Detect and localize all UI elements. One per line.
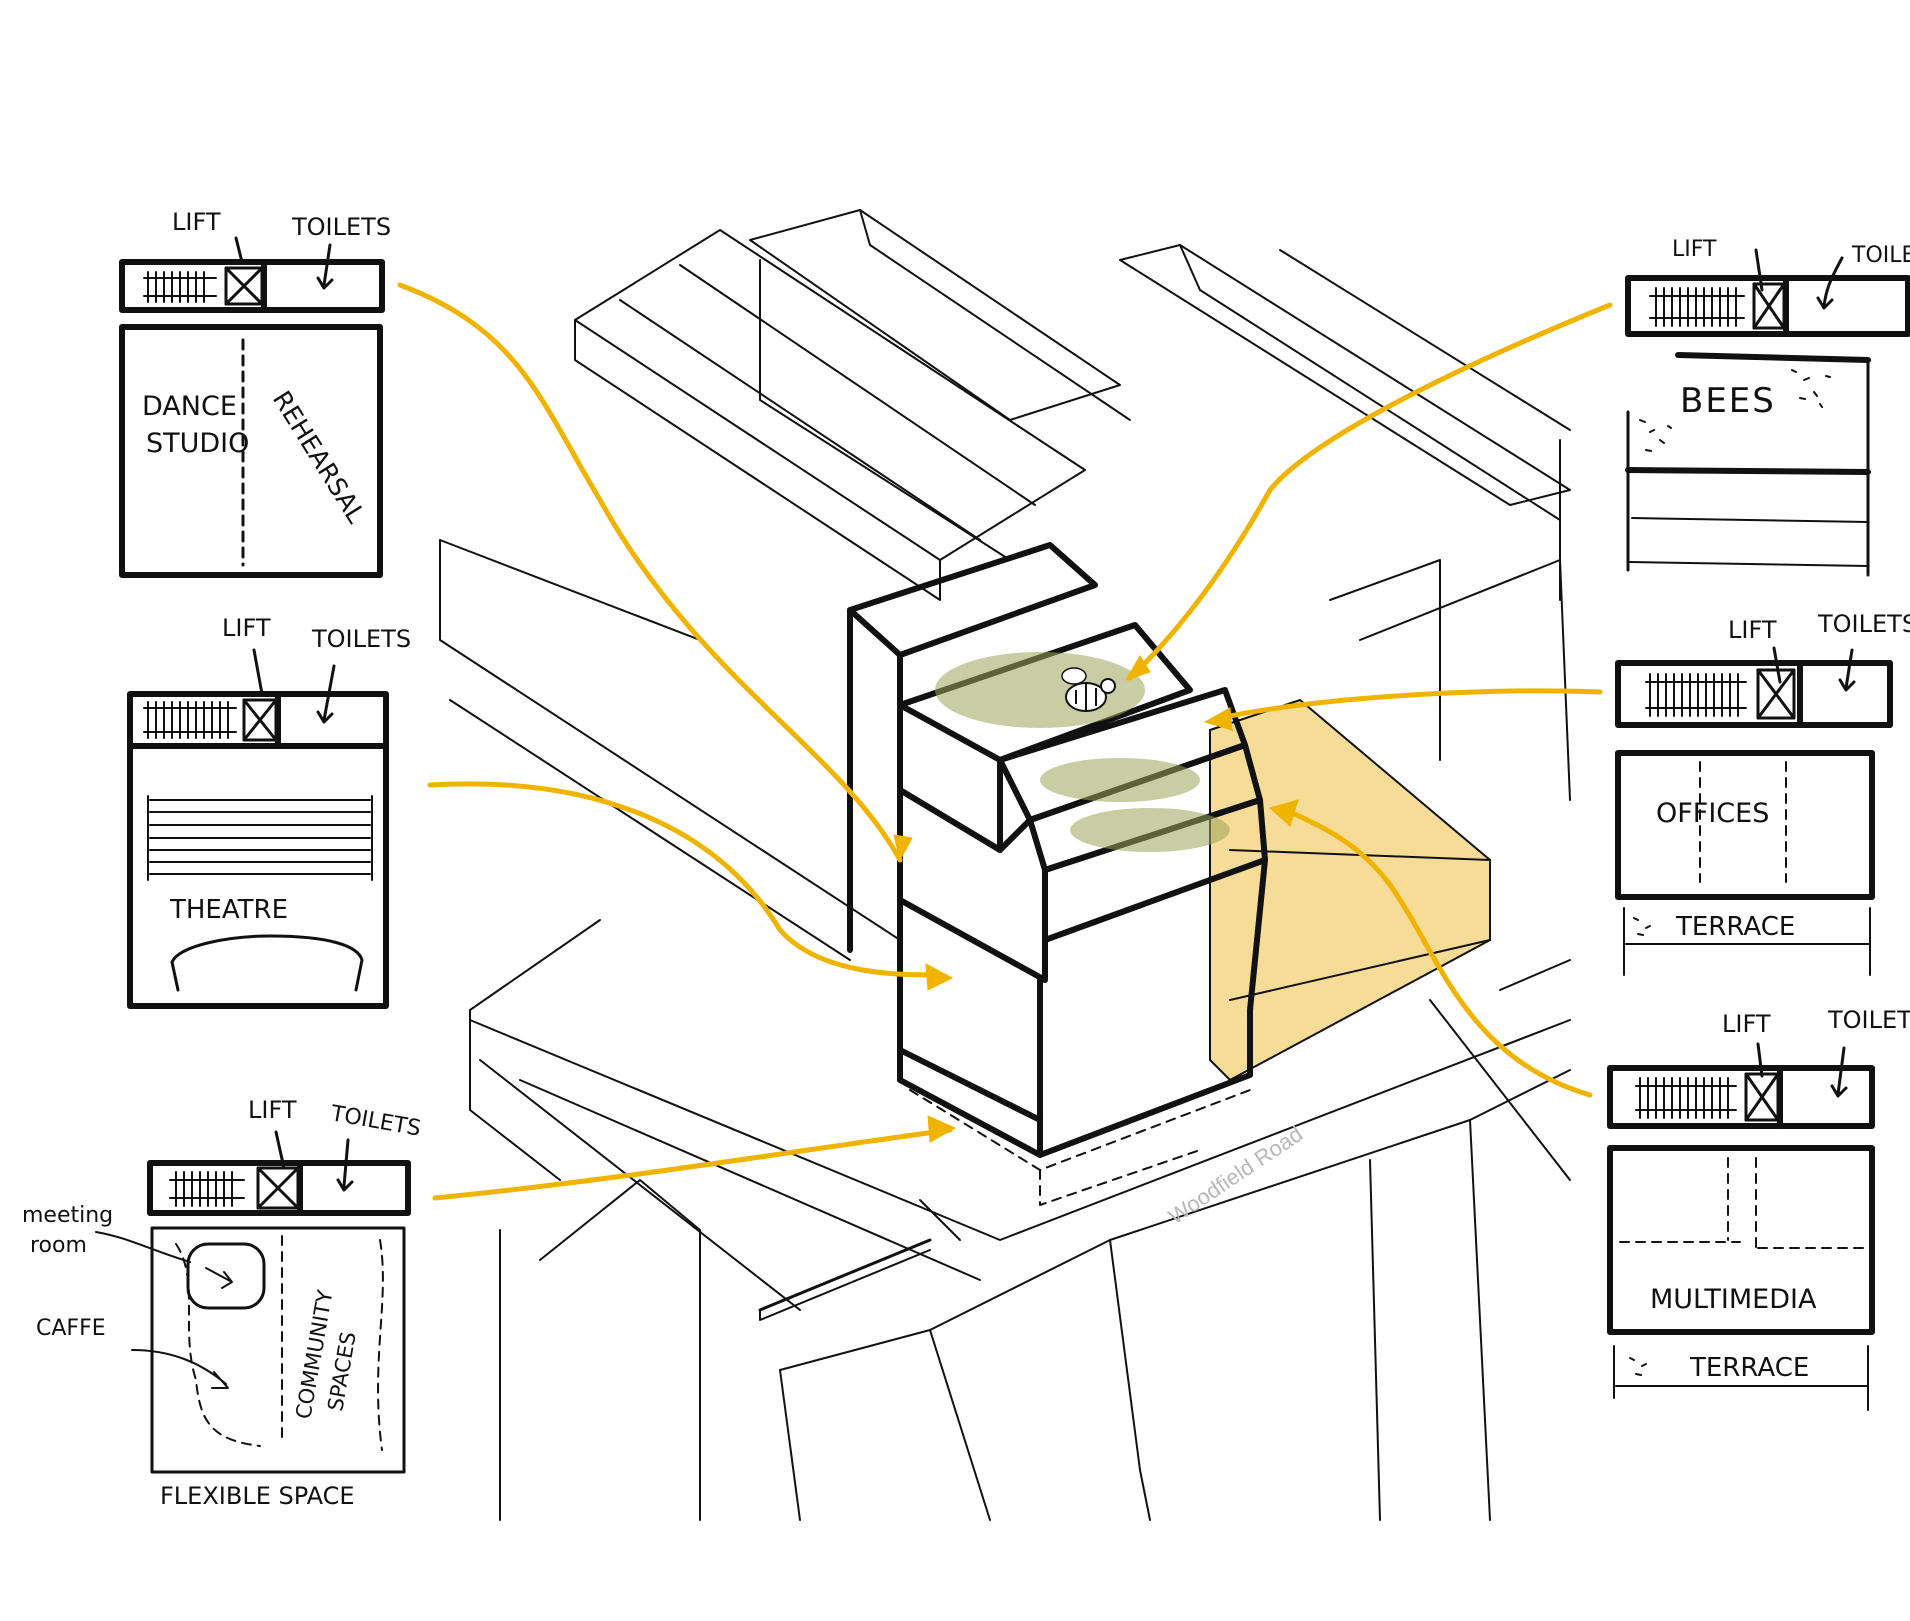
floor-plan-theatre: LIFT TOILETS THEATRE bbox=[127, 614, 411, 1009]
toilets-label: TOILE bbox=[1851, 243, 1910, 268]
floor-plan-offices: LIFT TOILETS OFFICES TERRACE bbox=[1615, 610, 1910, 976]
terrace-label: TERRACE bbox=[1675, 912, 1795, 942]
toilets-label: TOILETS bbox=[328, 1101, 423, 1142]
annex-edge bbox=[1229, 939, 1491, 1001]
lift-label: LIFT bbox=[1728, 616, 1777, 644]
green-roof bbox=[1070, 808, 1230, 852]
arrowhead bbox=[925, 963, 954, 991]
room-label-dance: DANCE bbox=[142, 391, 237, 422]
arrow-bees bbox=[1127, 302, 1613, 681]
room-label-multimedia: MULTIMEDIA bbox=[1650, 1284, 1817, 1315]
room-label-bees: BEES bbox=[1680, 381, 1776, 421]
room-label-theatre: THEATRE bbox=[169, 895, 288, 925]
arrow-multimedia bbox=[1287, 809, 1593, 1098]
toilets-label: TOILETS bbox=[1827, 1006, 1910, 1034]
toilets-label: TOILETS bbox=[291, 213, 391, 241]
road-label: Woodfield Road bbox=[1164, 1121, 1307, 1229]
arrowhead bbox=[1124, 655, 1151, 681]
connector-arrows bbox=[397, 282, 1613, 1201]
bee-icon bbox=[1061, 667, 1116, 712]
floor-plan-flexible: LIFT TOILETS meeting room CAFFE COMMUNIT… bbox=[22, 1096, 423, 1510]
lift-label: LIFT bbox=[222, 614, 271, 642]
lift-label: LIFT bbox=[1722, 1010, 1771, 1038]
arrow-dance-studio bbox=[397, 282, 903, 863]
arrow-offices bbox=[1217, 688, 1603, 721]
floor-plan-multimedia: LIFT TOILETS MULTIMEDIA TERRACE bbox=[1607, 1006, 1910, 1411]
arrow-flexible bbox=[432, 1127, 953, 1201]
arrowhead bbox=[1203, 707, 1233, 731]
floor-plan-dance: LIFT TOILETS DANCE STUDIO REHEARSAL bbox=[119, 208, 391, 578]
lift-label: LIFT bbox=[248, 1096, 297, 1124]
floor-plan-bees: LIFT TOILE BEES bbox=[1625, 237, 1910, 577]
arrowhead bbox=[1268, 799, 1299, 827]
room-label-rehearsal: REHEARSAL bbox=[267, 386, 371, 528]
spaces-label: SPACES bbox=[323, 1330, 361, 1413]
caffe-label: CAFFE bbox=[36, 1316, 106, 1341]
meeting-room-label-2: room bbox=[30, 1233, 87, 1258]
arrowhead bbox=[893, 834, 913, 862]
green-roof bbox=[1040, 758, 1200, 802]
terrace-label: TERRACE bbox=[1689, 1353, 1809, 1383]
toilets-label: TOILETS bbox=[1817, 610, 1910, 638]
context-buildings bbox=[439, 209, 1571, 1521]
room-label-offices: OFFICES bbox=[1656, 798, 1769, 829]
lift-label: LIFT bbox=[1672, 237, 1717, 262]
flexible-space-caption: FLEXIBLE SPACE bbox=[160, 1482, 355, 1510]
lift-label: LIFT bbox=[172, 208, 221, 236]
arrowhead bbox=[927, 1115, 957, 1143]
main-building bbox=[847, 542, 1268, 1206]
toilets-label: TOILETS bbox=[311, 625, 411, 653]
meeting-room-label: meeting bbox=[22, 1203, 113, 1228]
arrow-theatre bbox=[427, 781, 938, 978]
room-label-studio: STUDIO bbox=[146, 428, 249, 459]
